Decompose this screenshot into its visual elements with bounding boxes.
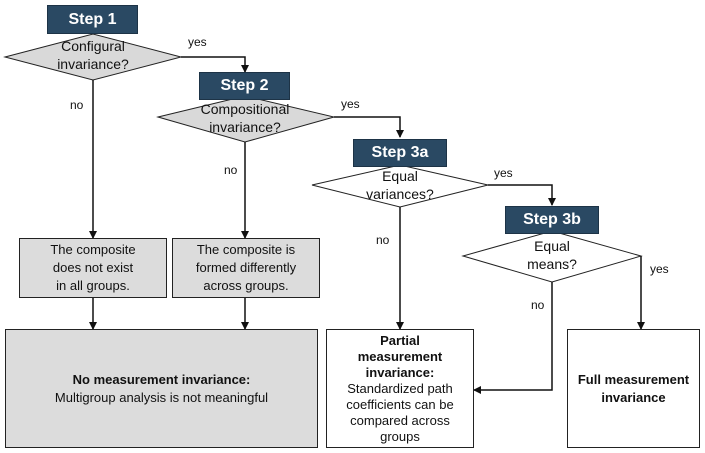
box-body: Multigroup analysis is not meaningful [54, 389, 269, 405]
decision-compositional-label: Compositional invariance? [190, 100, 300, 136]
decision-variances-label: Equal variances? [350, 167, 450, 203]
step-3b-tab: Step 3b [505, 206, 599, 234]
decision-text-line: variances? [366, 186, 434, 202]
edge-label-no: no [224, 163, 238, 177]
arrow-means-no [473, 282, 553, 394]
edge-label-yes: yes [188, 35, 207, 49]
box-text-line: across groups. [203, 278, 289, 293]
step-2-tab: Step 2 [199, 72, 290, 100]
box-text-line: does not exist [52, 260, 134, 275]
decision-text-line: means? [527, 256, 577, 272]
arrow-configural-yes [181, 56, 249, 73]
box-composite-not-exist: The composite does not exist in all grou… [19, 238, 167, 298]
edge-label-yes: yes [650, 262, 669, 276]
box-title-line: Full measurement [577, 371, 690, 387]
box-title-line: Partial [380, 332, 420, 348]
box-text-line: in all groups. [56, 278, 130, 293]
decision-text-line: Configural [61, 38, 125, 54]
decision-text-line: Equal [534, 238, 570, 254]
box-text-line: formed differently [195, 260, 297, 275]
decision-means-label: Equal means? [502, 237, 602, 273]
arrow-compositional-yes [334, 116, 404, 138]
box-body-line: coefficients can be [346, 396, 454, 412]
edge-label-yes: yes [494, 166, 513, 180]
decision-text-line: invariance? [209, 119, 281, 135]
box-body-line: Standardized path [347, 380, 453, 396]
arrow-variances-yes [488, 184, 556, 206]
box-body-line: groups [380, 428, 420, 444]
decision-text-line: Compositional [200, 101, 290, 117]
step-1-tab: Step 1 [47, 5, 138, 34]
box-partial-measurement-invariance: Partial measurement invariance: Standard… [326, 329, 474, 448]
box-title-line: invariance: [365, 364, 435, 380]
box-title-line: measurement [357, 348, 443, 364]
box-composite-formed-differently: The composite is formed differently acro… [172, 238, 320, 298]
box-no-measurement-invariance: No measurement invariance: Multigroup an… [5, 329, 318, 448]
box-body-line: compared across [350, 412, 450, 428]
decision-configural-label: Configural invariance? [43, 37, 143, 73]
box-text-line: The composite is [196, 242, 296, 257]
step-3a-tab: Step 3a [353, 139, 447, 167]
edge-label-yes: yes [341, 97, 360, 111]
box-full-measurement-invariance: Full measurement invariance [567, 329, 700, 448]
edge-label-no: no [70, 98, 84, 112]
box-text-line: The composite [50, 242, 136, 257]
edge-label-no: no [376, 233, 390, 247]
edge-label-no: no [531, 298, 545, 312]
decision-text-line: invariance? [57, 56, 129, 72]
box-title-line: invariance [601, 389, 666, 405]
box-title: No measurement invariance: [72, 371, 251, 387]
decision-text-line: Equal [382, 168, 418, 184]
